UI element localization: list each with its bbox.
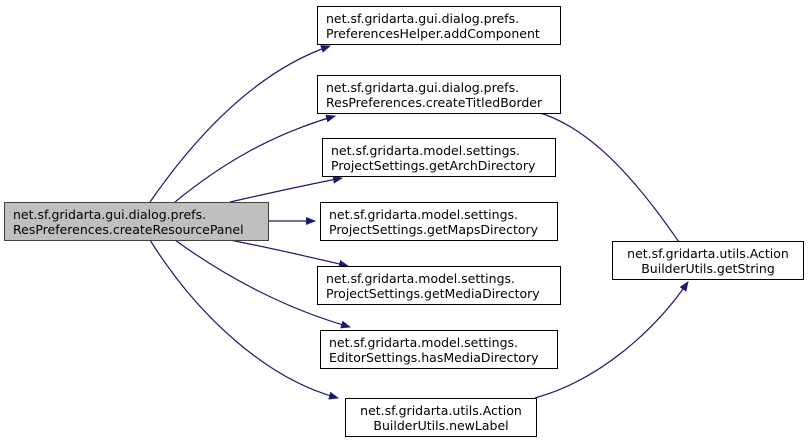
node-createResourcePanel[interactable]: net.sf.gridarta.gui.dialog.prefs. ResPre… — [4, 202, 269, 241]
edge-root-getArchDirectory — [229, 175, 343, 203]
node-label-line1: net.sf.gridarta.gui.dialog.prefs. — [326, 79, 520, 95]
edge-newLabel-getString — [534, 281, 689, 399]
edge-root-getMediaDirectory — [229, 239, 349, 268]
node-label-line1: net.sf.gridarta.model.settings. — [326, 270, 515, 286]
node-label-line1: net.sf.gridarta.model.settings. — [329, 206, 518, 222]
node-label-line2: PreferencesHelper.addComponent — [326, 25, 540, 41]
edge-root-addComponent — [149, 45, 331, 203]
node-getArchDirectory[interactable]: net.sf.gridarta.model.settings. ProjectS… — [322, 138, 556, 177]
node-label-line1: net.sf.gridarta.gui.dialog.prefs. — [13, 206, 207, 222]
node-newLabel[interactable]: net.sf.gridarta.utils.Action BuilderUtil… — [345, 398, 537, 437]
edge-root-hasMediaDirectory — [174, 239, 351, 329]
node-label-line2: ProjectSettings.getMediaDirectory — [326, 285, 540, 301]
node-label-line2: ProjectSettings.getMapsDirectory — [329, 221, 539, 237]
node-label-line2: EditorSettings.hasMediaDirectory — [329, 349, 539, 365]
node-getMapsDirectory[interactable]: net.sf.gridarta.model.settings. ProjectS… — [320, 202, 558, 241]
node-getMediaDirectory[interactable]: net.sf.gridarta.model.settings. ProjectS… — [317, 266, 561, 305]
node-hasMediaDirectory[interactable]: net.sf.gridarta.model.settings. EditorSe… — [320, 330, 558, 369]
node-label-line2: ProjectSettings.getArchDirectory — [331, 157, 536, 173]
node-label-line2: BuilderUtils.getString — [641, 260, 775, 276]
node-getString[interactable]: net.sf.gridarta.utils.Action BuilderUtil… — [612, 241, 804, 280]
node-label-line2: ResPreferences.createResourcePanel — [13, 221, 244, 237]
node-label-line1: net.sf.gridarta.gui.dialog.prefs. — [326, 10, 520, 26]
edge-createTitledBorder-getString — [536, 111, 687, 253]
node-label-line2: ResPreferences.createTitledBorder — [326, 94, 543, 110]
node-label-line1: net.sf.gridarta.model.settings. — [331, 142, 520, 158]
node-addComponent[interactable]: net.sf.gridarta.gui.dialog.prefs. Prefer… — [317, 6, 561, 45]
node-createTitledBorder[interactable]: net.sf.gridarta.gui.dialog.prefs. ResPre… — [317, 75, 561, 114]
node-label-line1: net.sf.gridarta.model.settings. — [329, 334, 518, 350]
node-label-line1: net.sf.gridarta.utils.Action — [627, 245, 789, 261]
node-label-line2: BuilderUtils.newLabel — [373, 417, 509, 433]
node-label-line1: net.sf.gridarta.utils.Action — [360, 402, 522, 418]
edge-root-newLabel — [149, 239, 339, 400]
edge-root-createTitledBorder — [174, 114, 336, 203]
